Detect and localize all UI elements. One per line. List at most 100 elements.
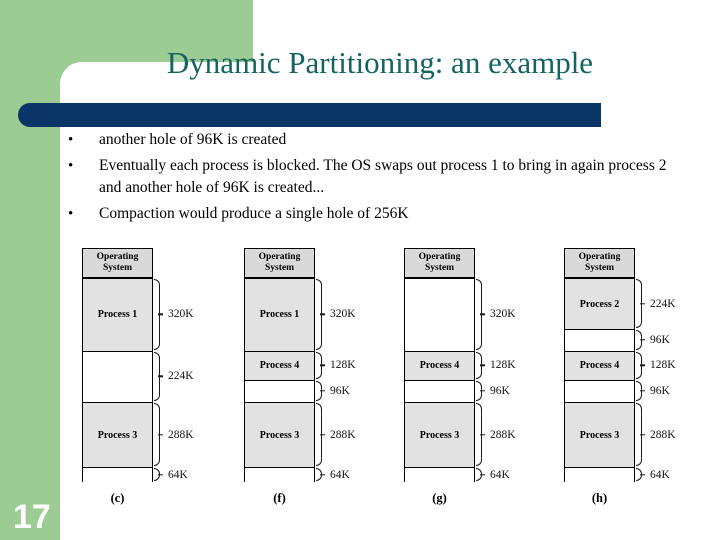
memory-segment-label: Process 4 [419,360,460,372]
brace-icon [315,467,324,482]
memory-segment-label: Process 4 [579,360,620,372]
memory-size-row: 288K [635,402,710,468]
memory-size-row: 288K [315,402,390,468]
bullet-text: Compaction would produce a single hole o… [99,205,409,222]
memory-size-value: 128K [330,359,356,372]
memory-segment-process: Process 1 [83,279,152,352]
memory-size-row: 320K [153,278,228,351]
memory-segment-hole [405,279,474,352]
memory-segment-os: Operating System [405,249,474,279]
bullet-list: • another hole of 96K is created •Eventual… [62,129,692,229]
memory-size-value: 64K [650,468,670,481]
brace-icon [635,402,644,468]
memory-segment-hole [245,468,314,483]
memory-size-value: 320K [168,308,194,321]
memory-segment-process: Process 3 [565,402,634,469]
memory-segment-label: Operating System [578,252,621,273]
brace-icon [635,380,644,402]
memory-segment-label: Process 1 [97,309,138,321]
memory-segment-label: Operating System [96,252,139,273]
memory-size-value: 64K [490,468,510,481]
memory-segment-label: Process 3 [419,429,460,441]
figure-caption: (g) [432,491,447,505]
brace-icon [153,402,162,468]
figure-caption: (h) [591,491,608,505]
memory-segment-label: Process 3 [579,429,620,441]
memory-size-row: 64K [315,467,390,482]
memory-size-value: 96K [490,384,510,397]
bullet-item: •Eventually each process is blocked. The… [62,155,692,199]
memory-segment-label: Process 2 [579,298,620,310]
bullet-item: • another hole of 96K is created [62,129,692,151]
memory-size-value: 96K [650,333,670,346]
brace-icon [635,329,644,351]
memory-segment-hole [565,468,634,483]
memory-segment-process: Process 1 [245,279,314,352]
memory-segment-label: Process 1 [259,309,300,321]
brace-icon [153,467,162,482]
memory-size-row: 64K [635,467,710,482]
memory-size-value: 128K [650,359,676,372]
memory-size-row: 96K [635,380,710,402]
brace-icon [635,467,644,482]
memory-segment-process: Process 3 [405,402,474,469]
bullet-item: •Compaction would produce a single hole … [62,203,692,225]
memory-segment-hole [83,468,152,483]
memory-size-value: 96K [650,384,670,397]
memory-size-value: 64K [330,468,350,481]
memory-segment-process: Process 4 [405,351,474,381]
memory-segment-process: Process 4 [565,351,634,381]
memory-segment-label: Process 3 [259,429,300,441]
brace-icon [153,278,162,351]
figure-caption: (c) [110,491,125,505]
memory-size-row: 128K [475,351,550,380]
memory-segment-process: Process 3 [83,402,152,469]
brace-icon [315,278,324,351]
memory-size-row: 288K [153,402,228,468]
bullet-text: another hole of 96K is created [99,131,287,148]
memory-size-value: 224K [650,297,676,310]
memory-segment-os: Operating System [245,249,314,279]
figure-caption: (f) [273,491,286,505]
memory-segment-hole [83,351,152,403]
page-number: 17 [13,498,51,536]
brace-icon [635,351,644,380]
memory-size-row: 288K [475,402,550,468]
memory-size-value: 128K [490,359,516,372]
slide-title: Dynamic Partitioning: an example [166,45,594,80]
brace-icon [315,402,324,468]
memory-size-row: 224K [153,351,228,402]
bullet-marker-icon: • [68,132,74,148]
bullet-text: Eventually each process is blocked. The … [99,157,667,196]
memory-size-row: 96K [635,329,710,351]
brace-icon [315,351,324,380]
memory-segment-label: Operating System [258,252,301,273]
brace-icon [475,278,484,351]
decor-green-sidebar [0,100,60,540]
brace-icon [635,278,644,329]
memory-size-labels: 320K 128K 96K 288K 64K [315,248,390,482]
brace-icon [475,402,484,468]
brace-icon [475,467,484,482]
brace-icon [475,380,484,402]
memory-size-value: 288K [330,428,356,441]
memory-segment-process: Process 4 [245,351,314,381]
memory-segment-os: Operating System [565,249,634,279]
memory-segment-label: Process 4 [259,360,300,372]
memory-size-row: 128K [315,351,390,380]
memory-size-row: 96K [315,380,390,402]
memory-size-row: 64K [153,467,228,482]
memory-segment-process: Process 2 [565,279,634,330]
memory-size-row: 320K [315,278,390,351]
memory-size-value: 288K [490,428,516,441]
brace-icon [475,351,484,380]
